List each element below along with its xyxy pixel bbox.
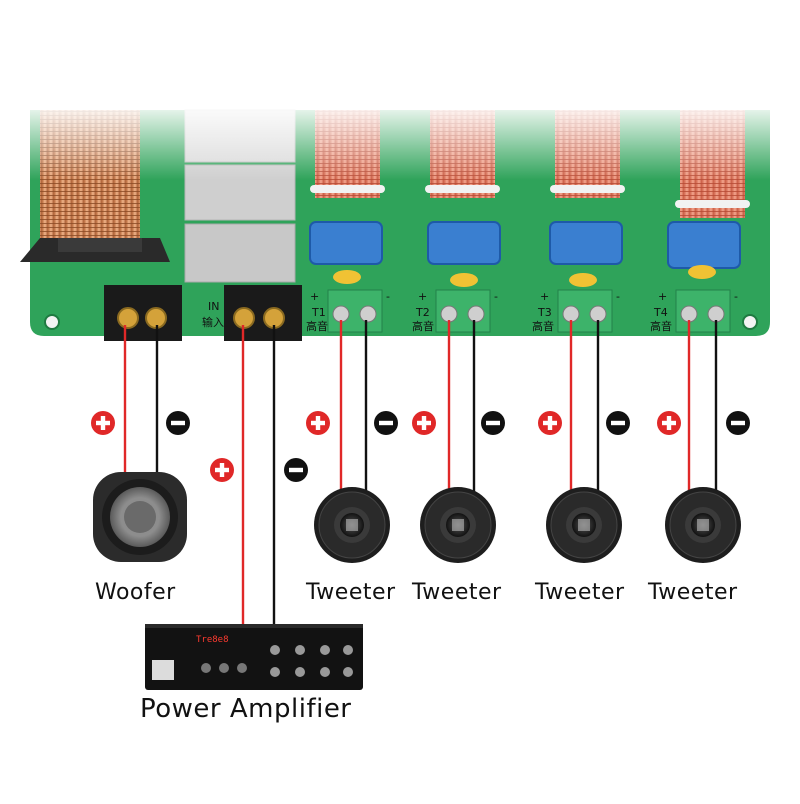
plus-badge-icon bbox=[306, 411, 330, 435]
minus-badge-icon bbox=[726, 411, 750, 435]
blue-capacitor bbox=[427, 221, 501, 265]
green-terminal-2 bbox=[435, 289, 491, 333]
polarity-badges bbox=[91, 411, 750, 482]
cable-tie bbox=[675, 200, 750, 208]
woofer-label: Woofer bbox=[95, 580, 176, 605]
gold-screw bbox=[117, 307, 139, 329]
amp-jack bbox=[219, 663, 229, 673]
yellow-capacitor bbox=[569, 273, 597, 287]
input-terminal-block bbox=[224, 285, 302, 341]
blue-capacitor bbox=[309, 221, 383, 265]
mounting-hole bbox=[742, 314, 758, 330]
tweeter-speaker-icon bbox=[420, 487, 496, 563]
amp-knob bbox=[295, 645, 305, 655]
tweeter-label: Tweeter bbox=[648, 580, 738, 605]
tweeter-speaker-icon bbox=[546, 487, 622, 563]
tweeter-label: Tweeter bbox=[306, 580, 396, 605]
amp-knob bbox=[270, 667, 280, 677]
blue-capacitor bbox=[549, 221, 623, 265]
tweeter-mark-id: T3 bbox=[537, 306, 552, 319]
tweeter-mark-sub: 高音 bbox=[532, 319, 554, 333]
woofer-speaker-icon bbox=[93, 472, 187, 562]
silver-screw bbox=[562, 305, 580, 323]
plus-badge-icon bbox=[210, 458, 234, 482]
tweeter-mark-id: T1 bbox=[311, 306, 326, 319]
amp-knob bbox=[270, 645, 280, 655]
tweeter-mark-id: T2 bbox=[415, 306, 430, 319]
minus-badge-icon bbox=[606, 411, 630, 435]
amp-display: Tre8e8 bbox=[196, 635, 229, 645]
plus-mark: + bbox=[540, 290, 549, 303]
tweeter-mark-id: T4 bbox=[653, 306, 668, 319]
yellow-capacitor bbox=[333, 270, 361, 284]
amp-knob bbox=[343, 645, 353, 655]
silver-screw bbox=[359, 305, 377, 323]
crossover-board: IN 输入 + T1 高音 - + T2 高音 - + T3 高音 - + T4… bbox=[0, 100, 800, 341]
green-terminal-1 bbox=[327, 289, 383, 333]
amplifier-label: Power Amplifier bbox=[140, 694, 352, 724]
blue-capacitor bbox=[667, 221, 741, 269]
minus-mark: - bbox=[494, 290, 498, 303]
silver-screw bbox=[332, 305, 350, 323]
green-terminal-4 bbox=[675, 289, 731, 333]
amp-knob bbox=[320, 645, 330, 655]
silver-screw bbox=[707, 305, 725, 323]
plus-badge-icon bbox=[91, 411, 115, 435]
minus-badge-icon bbox=[284, 458, 308, 482]
tweeter-mark-sub: 高音 bbox=[650, 319, 672, 333]
amp-jack bbox=[201, 663, 211, 673]
minus-mark: - bbox=[616, 290, 620, 303]
yellow-capacitor bbox=[688, 265, 716, 279]
plus-badge-icon bbox=[538, 411, 562, 435]
amp-chassis bbox=[145, 624, 363, 690]
gray-capacitor bbox=[184, 223, 296, 283]
plus-mark: + bbox=[310, 290, 319, 303]
amp-top-edge bbox=[145, 624, 363, 628]
plus-badge-icon bbox=[657, 411, 681, 435]
tweeter-mark-sub: 高音 bbox=[306, 319, 328, 333]
power-amplifier-icon: Tre8e8 bbox=[145, 624, 363, 690]
plus-mark: + bbox=[418, 290, 427, 303]
amp-knob bbox=[320, 667, 330, 677]
input-mark-cn: 输入 bbox=[202, 315, 224, 329]
tweeter-speaker-icon bbox=[314, 487, 390, 563]
minus-badge-icon bbox=[374, 411, 398, 435]
minus-badge-icon bbox=[166, 411, 190, 435]
coil-bracket-base bbox=[58, 238, 142, 252]
cable-tie bbox=[310, 185, 385, 193]
yellow-capacitor bbox=[450, 273, 478, 287]
silver-screw bbox=[589, 305, 607, 323]
tweeter-mark-sub: 高音 bbox=[412, 319, 434, 333]
cable-tie bbox=[550, 185, 625, 193]
green-terminal-3 bbox=[557, 289, 613, 333]
silver-screw bbox=[680, 305, 698, 323]
cable-tie bbox=[425, 185, 500, 193]
input-mark: IN bbox=[208, 300, 219, 313]
amp-jack bbox=[237, 663, 247, 673]
minus-badge-icon bbox=[481, 411, 505, 435]
silver-screw bbox=[440, 305, 458, 323]
minus-mark: - bbox=[734, 290, 738, 303]
top-fade bbox=[0, 100, 800, 180]
plus-mark: + bbox=[658, 290, 667, 303]
usb-port bbox=[152, 660, 174, 680]
tweeter-label: Tweeter bbox=[535, 580, 625, 605]
tweeter-label: Tweeter bbox=[412, 580, 502, 605]
terminal-housing bbox=[104, 285, 182, 341]
mounting-hole bbox=[44, 314, 60, 330]
tweeter-speaker-icon bbox=[665, 487, 741, 563]
minus-mark: - bbox=[386, 290, 390, 303]
plus-badge-icon bbox=[412, 411, 436, 435]
wires bbox=[123, 320, 718, 628]
silver-screw bbox=[467, 305, 485, 323]
amp-knob bbox=[295, 667, 305, 677]
woofer-terminal-block bbox=[104, 285, 182, 341]
amp-knob bbox=[343, 667, 353, 677]
